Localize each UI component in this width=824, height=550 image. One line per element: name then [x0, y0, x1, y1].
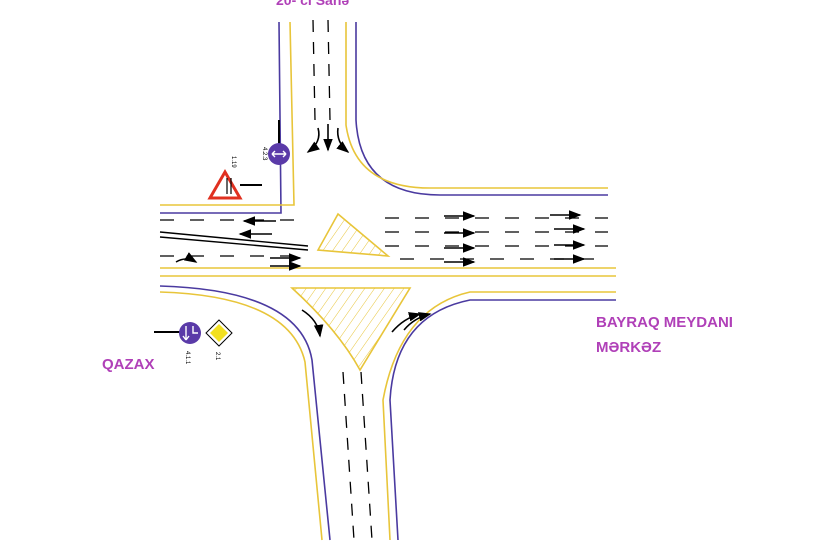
arrow-down-left	[306, 127, 320, 153]
bottom-lane-dashes	[342, 371, 373, 541]
top-round-sign-code: 4.2.3	[261, 147, 267, 161]
left-round-sign-code: 4.1.1	[184, 351, 190, 365]
right-direction-label-line2: MƏRKƏZ	[596, 339, 662, 356]
road-edges	[159, 21, 616, 541]
bottom-island	[289, 287, 412, 372]
curb-lines	[159, 21, 616, 541]
right-direction-label-line1: BAYRAQ MEYDANI	[596, 314, 733, 331]
arrow-bottom-left	[301, 309, 324, 338]
lane-arrows	[175, 124, 586, 338]
warning-triangle-code: 1.19	[230, 156, 236, 168]
top-round-sign: 4.2.3	[261, 120, 290, 165]
diamond-code: 2.1	[214, 352, 220, 361]
arrow-turn	[175, 252, 198, 263]
warning-triangle-sign: 1.19	[207, 156, 262, 200]
top-island	[316, 212, 391, 258]
median-lines	[159, 231, 309, 251]
arrow-down-right	[336, 127, 350, 154]
arrow-bottom-right	[391, 312, 422, 333]
top-direction-label: 20- ci Sahə	[276, 0, 350, 8]
left-round-sign: 4.1.1	[154, 322, 201, 365]
arrow-bottom-right	[403, 312, 432, 331]
top-lane-dashes	[312, 19, 331, 121]
priority-diamond-sign: 2.1	[205, 319, 233, 361]
left-direction-label: QAZAX	[102, 356, 155, 373]
